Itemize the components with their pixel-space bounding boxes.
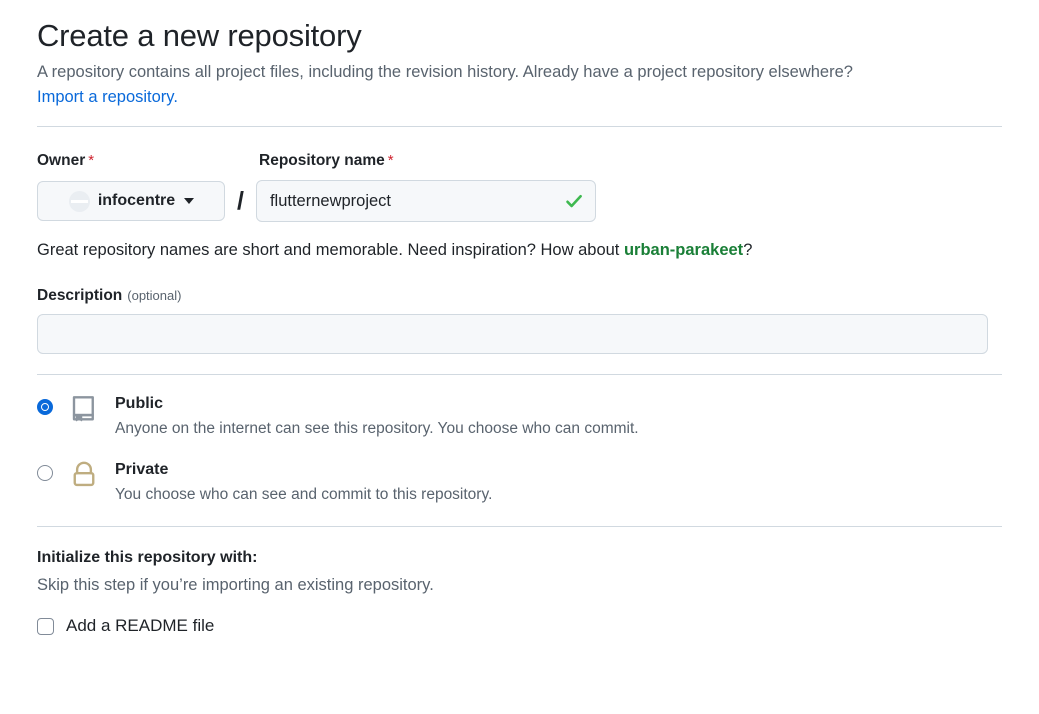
- hint-suffix: ?: [743, 241, 753, 259]
- suggested-repository-name[interactable]: urban-parakeet: [623, 241, 744, 259]
- readme-checkbox-row[interactable]: Add a README file: [37, 614, 1002, 638]
- broken-image-avatar-icon: [68, 190, 90, 212]
- owner-and-name-section: Owner* Repository name* infocentre / Gre…: [0, 127, 1039, 262]
- field-labels-row: Owner* Repository name*: [37, 151, 1002, 171]
- description-optional-tag: (optional): [127, 288, 182, 303]
- divider-initialize: [37, 526, 1002, 527]
- repository-name-hint: Great repository names are short and mem…: [37, 238, 1002, 262]
- divider-top: [37, 126, 1002, 127]
- description-label: Description (optional): [37, 286, 1002, 306]
- page-subtitle: A repository contains all project files,…: [37, 63, 853, 81]
- visibility-option-public[interactable]: Public Anyone on the internet can see th…: [37, 393, 1002, 441]
- visibility-private-text: Private You choose who can see and commi…: [115, 459, 492, 507]
- page-header: Create a new repository A repository con…: [0, 0, 1039, 110]
- description-label-text: Description: [37, 287, 123, 304]
- repository-name-label: Repository name*: [259, 151, 394, 171]
- hint-prefix: Great repository names are short and mem…: [37, 241, 624, 259]
- readme-checkbox-label: Add a README file: [66, 616, 215, 635]
- owner-required-star: *: [88, 152, 95, 169]
- visibility-public-description: Anyone on the internet can see this repo…: [115, 420, 639, 437]
- radio-public[interactable]: [37, 399, 53, 415]
- repository-name-field-wrap: [255, 180, 596, 222]
- owner-label: Owner*: [37, 151, 259, 171]
- owner-selected-value: infocentre: [97, 192, 176, 209]
- visibility-private-title: Private: [115, 461, 169, 478]
- repo-book-icon: [67, 394, 101, 424]
- visibility-public-title: Public: [115, 395, 164, 412]
- radio-private[interactable]: [37, 465, 53, 481]
- initialize-title: Initialize this repository with:: [37, 549, 258, 566]
- owner-label-text: Owner: [37, 152, 86, 169]
- visibility-public-text: Public Anyone on the internet can see th…: [115, 393, 639, 441]
- visibility-option-private[interactable]: Private You choose who can see and commi…: [37, 459, 1002, 507]
- readme-checkbox[interactable]: [37, 617, 54, 635]
- description-input[interactable]: [37, 314, 988, 354]
- visibility-section: Public Anyone on the internet can see th…: [0, 375, 1039, 507]
- import-repository-link[interactable]: Import a repository.: [37, 88, 178, 106]
- initialize-subtitle: Skip this step if you’re importing an ex…: [37, 576, 434, 594]
- initialize-section: Initialize this repository with: Skip th…: [0, 527, 1039, 638]
- repository-name-required-star: *: [387, 152, 394, 169]
- repository-name-label-text: Repository name: [259, 152, 385, 169]
- owner-name-separator: /: [237, 187, 244, 215]
- owner-name-inputs-row: infocentre /: [37, 180, 1002, 222]
- owner-select-dropdown[interactable]: infocentre: [37, 181, 225, 221]
- repository-name-input[interactable]: [255, 180, 596, 222]
- divider-visibility: [37, 374, 1002, 375]
- chevron-down-icon: [184, 198, 195, 204]
- lock-icon: [67, 460, 101, 490]
- visibility-private-description: You choose who can see and commit to thi…: [115, 486, 493, 503]
- page-title: Create a new repository: [37, 18, 362, 53]
- description-section: Description (optional): [0, 262, 1039, 354]
